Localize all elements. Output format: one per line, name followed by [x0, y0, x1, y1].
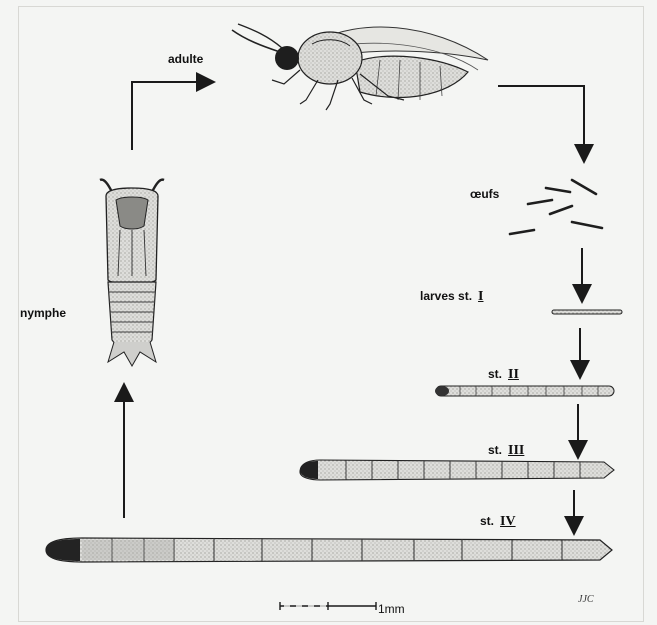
label-larva-stage-3-prefix: st.	[488, 443, 502, 457]
adult-midge-illustration	[232, 24, 488, 110]
eggs-illustration	[510, 180, 602, 234]
label-eggs: œufs	[470, 187, 499, 201]
label-larva-stage-1-number: I	[478, 289, 483, 304]
label-larva-stage-2-number: II	[508, 367, 519, 382]
label-larva-stage-4: st. IV	[480, 514, 516, 530]
label-larva-stage-2-prefix: st.	[488, 367, 502, 381]
larva-stage-1-illustration	[552, 310, 622, 314]
nymph-illustration	[100, 180, 164, 366]
label-larva-stage-2: st. II	[488, 367, 519, 383]
scale-bar-label: 1mm	[378, 602, 405, 616]
label-nymph: nymphe	[20, 306, 66, 320]
label-larva-stage-1-prefix: larves st.	[420, 289, 472, 303]
label-larva-stage-4-number: IV	[500, 514, 516, 529]
arrow-adult-to-eggs	[498, 86, 584, 160]
label-larva-stage-3-number: III	[508, 443, 524, 458]
label-larva-stage-3: st. III	[488, 443, 524, 459]
larva-stage-4-illustration	[46, 538, 612, 562]
scale-bar	[280, 602, 376, 610]
arrow-nymph-to-adult	[132, 82, 212, 150]
label-adult: adulte	[168, 52, 203, 66]
illustrator-signature: JJC	[578, 594, 594, 605]
larva-stage-2-illustration	[435, 386, 614, 396]
label-larva-stage-1: larves st. I	[420, 289, 484, 305]
label-larva-stage-4-prefix: st.	[480, 514, 494, 528]
larva-stage-3-illustration	[300, 460, 614, 480]
